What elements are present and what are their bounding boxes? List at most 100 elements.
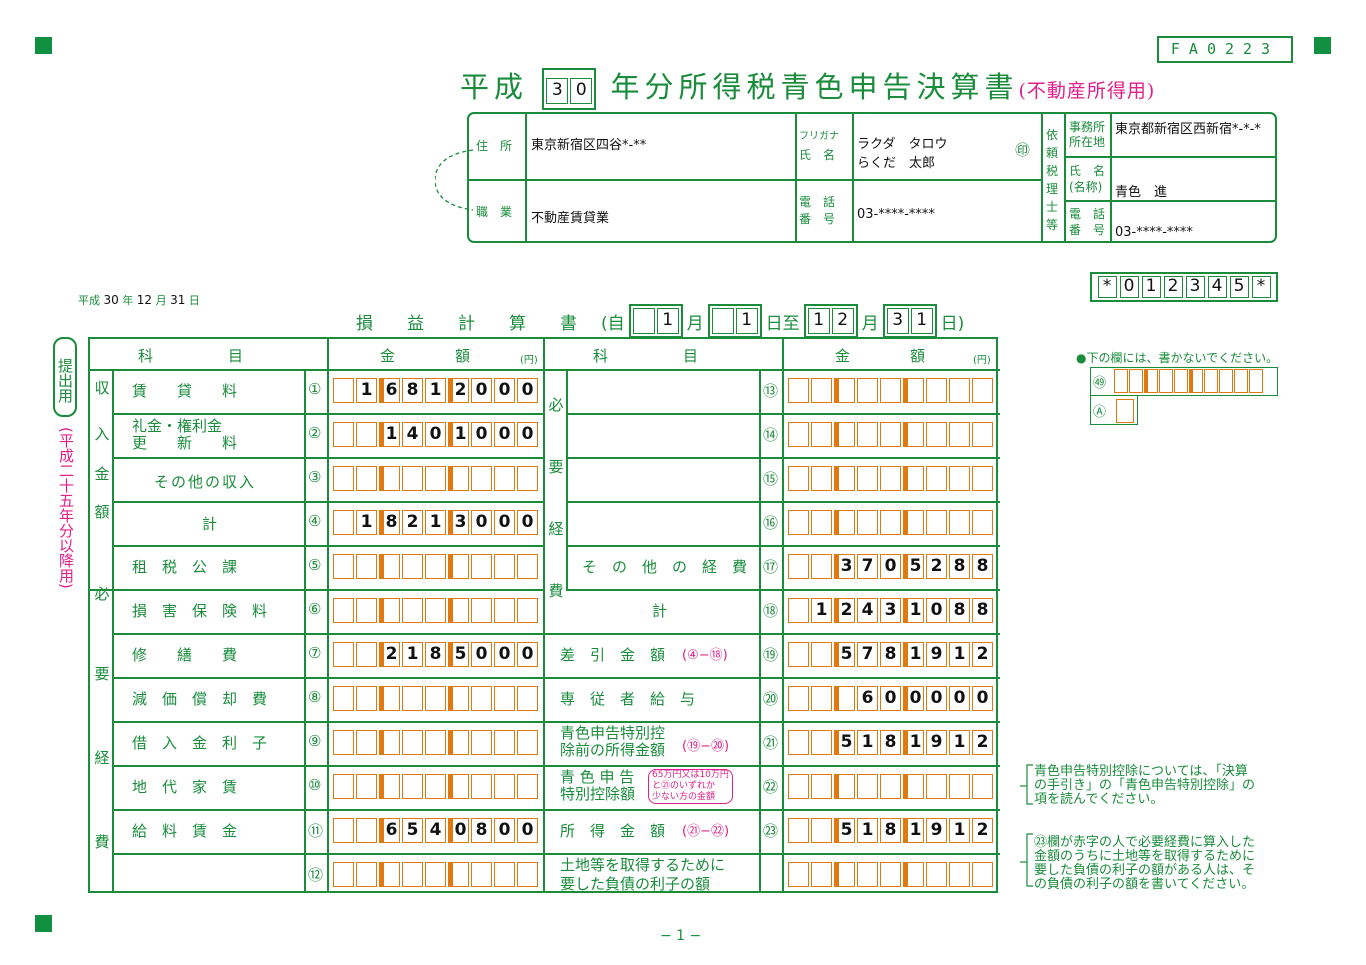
digit-box[interactable]: 6 <box>857 686 878 711</box>
digit-box[interactable]: 0 <box>471 422 492 447</box>
digit-box[interactable]: 0 <box>471 378 492 403</box>
digit-box[interactable]: 0 <box>880 686 901 711</box>
digit-box[interactable] <box>834 862 855 887</box>
digit-box[interactable]: 2 <box>972 818 993 843</box>
digit-box[interactable] <box>788 466 809 491</box>
digit-box[interactable] <box>517 466 538 491</box>
digit-box[interactable] <box>811 510 832 535</box>
digit-box[interactable] <box>972 510 993 535</box>
digit-box[interactable] <box>811 774 832 799</box>
digit-box[interactable]: 5 <box>903 554 924 579</box>
digit-box[interactable]: 1 <box>949 818 970 843</box>
digit-box[interactable] <box>425 598 446 623</box>
digit-box[interactable] <box>333 862 354 887</box>
digit-box[interactable] <box>379 466 400 491</box>
digit-box[interactable]: 3 <box>880 598 901 623</box>
digit-box[interactable] <box>811 422 832 447</box>
digit-box[interactable] <box>494 774 515 799</box>
digit-box[interactable]: 1 <box>811 598 832 623</box>
digit-box[interactable]: 5 <box>834 642 855 667</box>
digit-box[interactable]: 5 <box>448 642 469 667</box>
digit-box[interactable] <box>448 686 469 711</box>
digit-box[interactable]: 1 <box>402 642 423 667</box>
digit-box[interactable] <box>333 422 354 447</box>
digit-box[interactable] <box>494 554 515 579</box>
digit-box[interactable]: 0 <box>494 818 515 843</box>
digit-box[interactable] <box>448 466 469 491</box>
digit-box[interactable] <box>448 862 469 887</box>
digit-box[interactable] <box>425 686 446 711</box>
digit-box[interactable] <box>379 686 400 711</box>
amount-field[interactable] <box>788 510 993 535</box>
digit-box[interactable] <box>834 774 855 799</box>
digit-box[interactable] <box>857 862 878 887</box>
amount-field[interactable] <box>333 730 538 755</box>
digit-box[interactable] <box>857 422 878 447</box>
digit-box[interactable] <box>494 730 515 755</box>
digit-box[interactable] <box>333 774 354 799</box>
amount-field[interactable] <box>333 598 538 623</box>
amount-field[interactable] <box>788 378 993 403</box>
digit-box[interactable] <box>425 730 446 755</box>
digit-box[interactable] <box>788 862 809 887</box>
digit-box[interactable] <box>949 774 970 799</box>
digit-box[interactable] <box>402 466 423 491</box>
digit-box[interactable] <box>425 774 446 799</box>
digit-box[interactable] <box>517 730 538 755</box>
amount-field[interactable] <box>788 466 993 491</box>
digit-box[interactable] <box>880 774 901 799</box>
digit-box[interactable]: 8 <box>972 598 993 623</box>
digit-box[interactable] <box>333 642 354 667</box>
digit-box[interactable] <box>949 466 970 491</box>
digit-box[interactable] <box>788 818 809 843</box>
digit-box[interactable]: 8 <box>880 730 901 755</box>
digit-box[interactable] <box>425 554 446 579</box>
digit-box[interactable] <box>356 466 377 491</box>
digit-box[interactable] <box>333 818 354 843</box>
digit-box[interactable] <box>834 510 855 535</box>
digit-box[interactable]: 2 <box>972 642 993 667</box>
digit-box[interactable]: 1 <box>903 730 924 755</box>
digit-box[interactable] <box>811 730 832 755</box>
digit-box[interactable] <box>834 422 855 447</box>
digit-box[interactable] <box>880 466 901 491</box>
digit-box[interactable]: 0 <box>926 598 947 623</box>
digit-box[interactable] <box>471 730 492 755</box>
digit-box[interactable] <box>857 378 878 403</box>
digit-box[interactable]: 8 <box>880 642 901 667</box>
digit-box[interactable]: 0 <box>494 510 515 535</box>
digit-box[interactable] <box>926 422 947 447</box>
digit-box[interactable] <box>811 862 832 887</box>
digit-box[interactable]: 0 <box>517 510 538 535</box>
digit-box[interactable] <box>379 862 400 887</box>
digit-box[interactable] <box>972 466 993 491</box>
digit-box[interactable]: 0 <box>425 422 446 447</box>
digit-box[interactable] <box>333 598 354 623</box>
amount-field[interactable] <box>788 862 993 887</box>
digit-box[interactable] <box>517 598 538 623</box>
digit-box[interactable] <box>356 730 377 755</box>
amount-field[interactable] <box>333 466 538 491</box>
digit-box[interactable] <box>379 774 400 799</box>
digit-box[interactable] <box>788 378 809 403</box>
digit-box[interactable]: 1 <box>425 378 446 403</box>
digit-box[interactable] <box>356 598 377 623</box>
digit-box[interactable] <box>379 730 400 755</box>
digit-box[interactable] <box>788 642 809 667</box>
digit-box[interactable]: 2 <box>926 554 947 579</box>
digit-box[interactable] <box>471 554 492 579</box>
digit-box[interactable] <box>949 378 970 403</box>
digit-box[interactable] <box>494 862 515 887</box>
amount-field[interactable] <box>333 554 538 579</box>
digit-box[interactable]: 0 <box>517 422 538 447</box>
digit-box[interactable] <box>471 466 492 491</box>
digit-box[interactable]: 0 <box>880 554 901 579</box>
digit-box[interactable] <box>494 598 515 623</box>
digit-box[interactable] <box>903 862 924 887</box>
